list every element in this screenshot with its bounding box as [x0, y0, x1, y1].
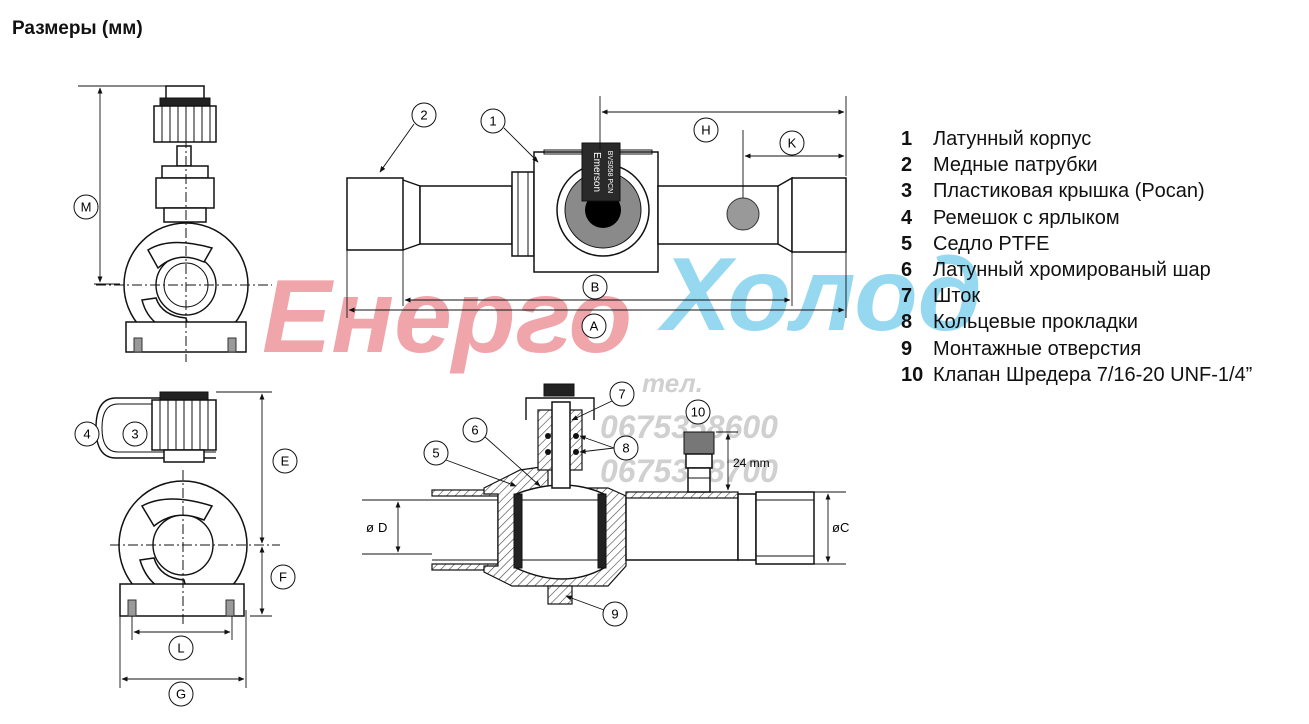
legend-item: 7 Шток	[901, 283, 1252, 309]
legend-item: 2 Медные патрубки	[901, 152, 1252, 178]
callout-8: 8	[613, 435, 639, 461]
legend-text: Латунный корпус	[933, 128, 1092, 150]
callout-9: 9	[602, 601, 628, 627]
legend-item: 1 Латунный корпус	[901, 126, 1252, 152]
legend-text: Клапан Шредера 7/16-20 UNF-1/4”	[933, 363, 1253, 386]
svg-text:10: 10	[691, 405, 705, 420]
callout-6: 6	[462, 417, 488, 443]
legend-text: Монтажные отверстия	[933, 337, 1142, 360]
legend-number: 8	[901, 311, 913, 334]
svg-text:M: M	[81, 200, 92, 215]
svg-text:G: G	[176, 687, 186, 702]
svg-text:K: K	[788, 136, 797, 151]
svg-text:2: 2	[420, 108, 427, 123]
svg-text:4: 4	[83, 427, 90, 442]
dimension-k: K	[779, 130, 805, 156]
legend-number: 3	[901, 180, 913, 203]
label-plate-line1: Emerson	[591, 152, 602, 192]
svg-text:A: A	[590, 319, 599, 334]
svg-text:1: 1	[489, 114, 496, 129]
legend-text: Латунный хромированый шар	[933, 258, 1211, 281]
legend-item: 4 Ремешок с ярлыком	[901, 205, 1252, 231]
dimension-l: L	[168, 635, 194, 661]
side-view-bottom: E F L G 4 3	[74, 391, 298, 707]
legend-item: 9 Монтажные отверстия	[901, 336, 1252, 362]
dimension-f: F	[270, 564, 296, 590]
svg-text:8: 8	[622, 441, 629, 456]
legend-item: 5 Седло PTFE	[901, 231, 1252, 257]
legend-text: Шток	[933, 285, 981, 308]
schrader-height-label: 24 mm	[733, 456, 770, 470]
dimension-m: M	[73, 194, 99, 220]
svg-text:E: E	[281, 454, 290, 469]
dimension-c-label: øC	[832, 520, 849, 535]
callout-5: 5	[423, 440, 449, 466]
legend-number: 6	[901, 258, 913, 281]
callout-10: 10	[685, 399, 711, 425]
dimension-h: H	[693, 117, 719, 143]
svg-text:H: H	[701, 123, 710, 138]
watermark-brand-part1: Енерго	[262, 259, 632, 375]
callout-7: 7	[609, 381, 635, 407]
legend-text: Кольцевые прокладки	[933, 311, 1138, 334]
side-view-top: M	[73, 85, 272, 362]
legend-number: 7	[901, 285, 913, 308]
svg-text:L: L	[177, 641, 184, 656]
svg-text:B: B	[591, 280, 600, 295]
svg-text:9: 9	[611, 607, 618, 622]
top-view: Emerson BVS058 PCN H K B	[346, 96, 847, 339]
legend-number: 1	[901, 128, 913, 150]
legend-item: 10 Клапан Шредера 7/16-20 UNF-1/4”	[901, 362, 1252, 388]
legend-item: 6 Латунный хромированый шар	[901, 257, 1252, 283]
dimension-a: A	[581, 313, 607, 339]
svg-text:5: 5	[432, 446, 439, 461]
watermark-brand-part2: Холод	[657, 237, 982, 353]
legend-item: 3 Пластиковая крышка (Pocan)	[901, 178, 1252, 204]
svg-text:3: 3	[131, 427, 138, 442]
dimension-b: B	[582, 274, 608, 300]
callout-4: 4	[74, 421, 100, 447]
legend-text: Ремешок с ярлыком	[933, 206, 1120, 229]
dimension-e: E	[272, 448, 298, 474]
svg-text:7: 7	[618, 387, 625, 402]
parts-legend: 1 Латунный корпус 2 Медные патрубки 3 Пласт…	[901, 126, 1252, 388]
legend-number: 10	[901, 363, 924, 386]
legend-number: 5	[901, 232, 913, 255]
legend-text: Седло PTFE	[933, 232, 1050, 255]
callout-1: 1	[480, 108, 506, 134]
legend-number: 4	[901, 206, 913, 229]
legend-text: Пластиковая крышка (Pocan)	[933, 180, 1205, 203]
legend-text: Медные патрубки	[933, 154, 1098, 177]
dimension-g: G	[168, 681, 194, 707]
page-title: Размеры (мм)	[12, 18, 143, 39]
svg-text:6: 6	[471, 423, 478, 438]
legend-number: 2	[901, 154, 913, 177]
watermark-phone-label: тел.	[642, 368, 703, 398]
svg-text:F: F	[279, 570, 287, 585]
callout-2: 2	[411, 102, 437, 128]
legend-item: 8 Кольцевые прокладки	[901, 309, 1252, 335]
legend-number: 9	[901, 337, 913, 360]
callout-3: 3	[122, 421, 148, 447]
label-plate-line2: BVS058 PCN	[606, 151, 613, 193]
